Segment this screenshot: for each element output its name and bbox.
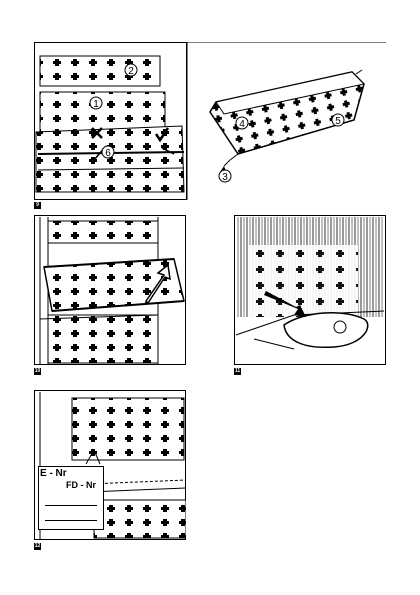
figure-10-panel <box>34 215 186 365</box>
rating-plate <box>38 466 104 530</box>
e-nr-label: E - Nr <box>40 468 67 479</box>
fd-nr-label: FD - Nr <box>66 480 96 490</box>
figure-12-number-badge: 12 <box>34 543 41 550</box>
figure-10-illustration <box>34 215 186 365</box>
rating-plate-lines <box>45 505 97 521</box>
figure-9-illustration <box>34 42 386 200</box>
figure-9-number-badge: 9 <box>34 202 41 209</box>
figure-12-illustration <box>34 390 186 540</box>
figure-12-panel: E - Nr FD - Nr <box>34 390 186 540</box>
figure-11-panel <box>234 215 386 365</box>
figure-9-panel: 1 2 3 4 5 6 <box>34 42 386 200</box>
figure-11-number-badge: 11 <box>234 368 241 375</box>
figure-11-illustration <box>234 215 386 365</box>
figure-10-number-badge: 10 <box>34 368 41 375</box>
